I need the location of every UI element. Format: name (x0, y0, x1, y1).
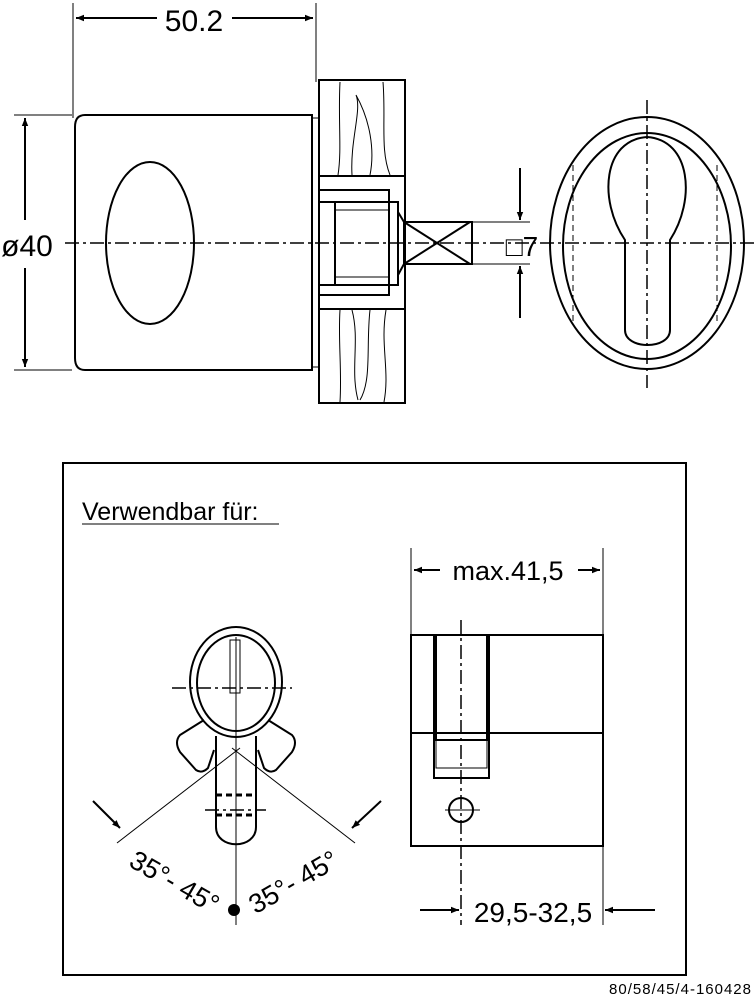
angle-left-label: 35°- 45° (124, 845, 224, 920)
square-spindle (403, 221, 473, 265)
keyhole (607, 135, 687, 346)
usage-title: Verwendbar für: (82, 498, 259, 526)
diameter-dimension: ø40 (0, 114, 72, 371)
dim-diameter-label: ø40 (1, 230, 53, 263)
pivot-dot (228, 904, 240, 916)
usage-frame (62, 462, 687, 976)
drawing-number: 80/58/45/4-160428 (609, 981, 752, 998)
dim-range-label: 29,5-32,5 (474, 897, 592, 928)
angle-right-label: 35°- 45° (243, 845, 343, 920)
dim-length-label: 50.2 (165, 5, 223, 38)
dim-square-label: □7 (506, 231, 538, 262)
cylinder-side-view: max.41,5 29,5-32,5 (410, 548, 655, 928)
door-section (318, 79, 406, 404)
length-dimension: 50.2 (72, 3, 317, 118)
square-dimension: □7 (472, 168, 542, 318)
escutcheon-front-view (549, 100, 745, 388)
cam-profile-view: 35°- 45° 35°- 45° (92, 626, 382, 925)
dim-max-length-label: max.41,5 (452, 556, 563, 586)
